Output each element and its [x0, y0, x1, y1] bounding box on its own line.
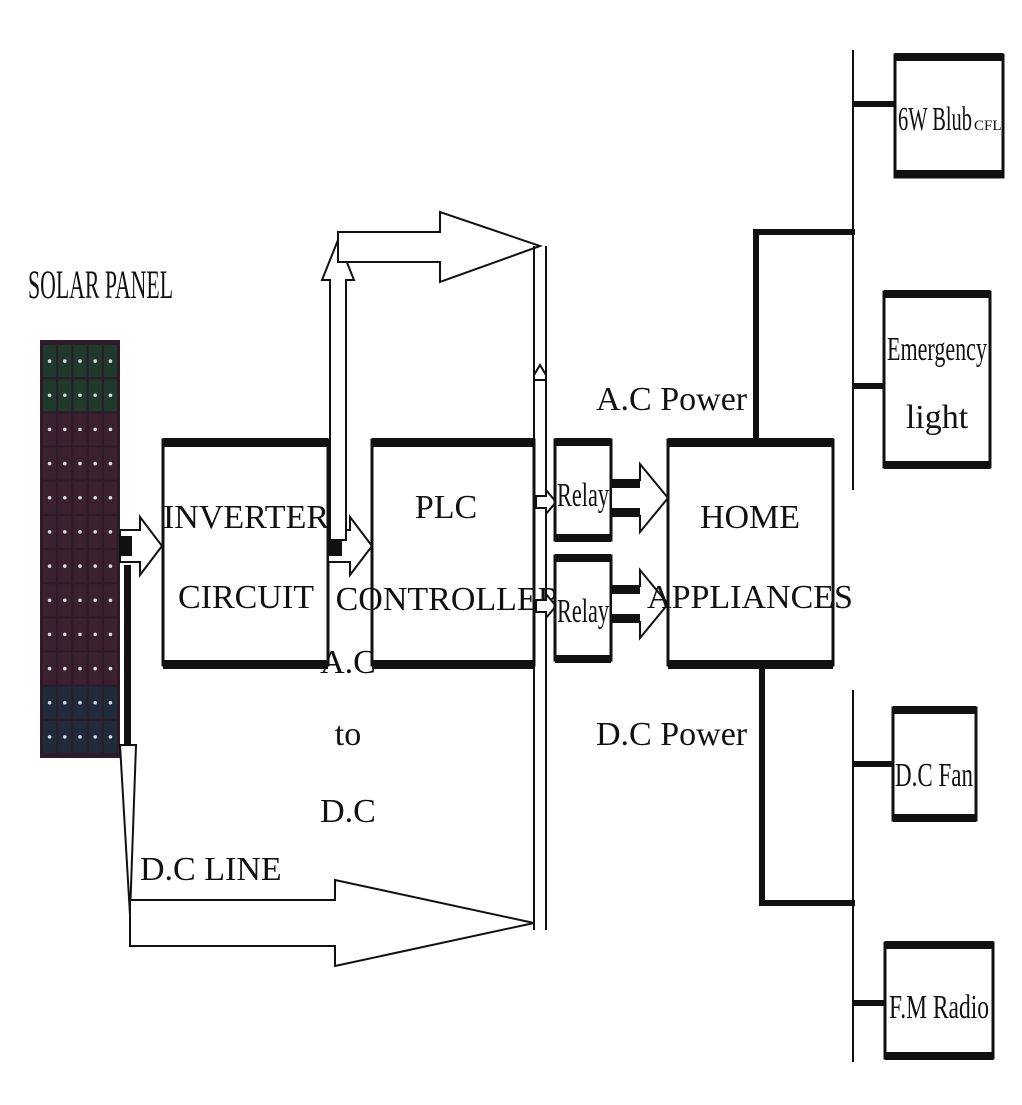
solar-cell-dot [93, 530, 97, 534]
solar-cell-dot [78, 495, 82, 500]
solar-cell-dot [78, 564, 82, 568]
solar-cell-dot [93, 632, 97, 637]
solar-cell-dot [78, 461, 82, 466]
home-appliances-box: HOME APPLIANCES [647, 438, 853, 669]
to-relay2-arrow [535, 591, 558, 621]
solar-cell-dot [78, 530, 82, 534]
home-label-line2: APPLIANCES [647, 579, 853, 616]
solar-cell-dot [63, 495, 67, 500]
relay-1: Relay [553, 438, 613, 542]
relay-2-label: Relay [557, 593, 609, 630]
solar-cell-dot [78, 598, 82, 603]
emergency-light-box: Emergency light [882, 290, 992, 469]
fm-radio-box: F.M Radio [883, 941, 995, 1060]
ac-power-label: A.C Power [596, 381, 748, 418]
emergency-label-line2: light [906, 399, 969, 436]
distribution-wiring [753, 50, 895, 1062]
ac-to-dc-line3: D.C [320, 793, 376, 830]
solar-cell-dot [108, 564, 113, 568]
plc-label-line1: PLC [415, 489, 477, 526]
solar-cell-dot [93, 666, 97, 671]
home-label-line1: HOME [700, 499, 800, 536]
solar-cell-dot [108, 427, 113, 432]
dc-fan-label: D.C Fan [895, 757, 973, 794]
solar-cell-dot [108, 530, 113, 534]
solar-cell-dot [47, 735, 52, 739]
solar-cell-dot [78, 735, 82, 739]
dc-power-label: D.C Power [596, 716, 748, 753]
inverter-label-line2: CIRCUIT [178, 579, 314, 616]
emergency-label-line1: Emergency [887, 331, 987, 368]
solar-cell-dot [108, 598, 113, 603]
solar-cell-dot [47, 461, 52, 466]
solar-cell-dot [63, 393, 67, 398]
solar-cell-dot [47, 564, 52, 568]
solar-cell-dot [93, 461, 97, 466]
solar-cell-dot [108, 359, 113, 363]
solar-cell-dot [108, 461, 113, 466]
solar-cell-dot [47, 359, 52, 363]
solar-cell-dot [63, 666, 67, 671]
solar-cell-dot [63, 598, 67, 603]
solar-cell-dot [78, 666, 82, 671]
solar-cell-dot [47, 530, 52, 534]
solar-cell-dot [108, 632, 113, 637]
solar-cell-dot [78, 427, 82, 432]
solar-cell-dot [108, 735, 113, 739]
solar-cell-dot [93, 735, 97, 739]
bulb-label: 6W Blub [898, 101, 972, 138]
solar-cell-dot [108, 666, 113, 671]
solar-cell-dot [63, 530, 67, 534]
relay-2: Relay [553, 554, 613, 663]
solar-cell-dot [93, 564, 97, 568]
solar-cell-dot [78, 393, 82, 398]
solar-cell-dot [108, 495, 113, 500]
dc-fan-box: D.C Fan [891, 706, 978, 822]
solar-cell-dot [78, 359, 82, 363]
solar-cell-dot [93, 598, 97, 603]
solar-cell-dot [93, 700, 97, 705]
solar-panel-label: SOLAR PANEL [28, 262, 173, 307]
solar-cell-dot [63, 461, 67, 466]
to-relay1-arrow [535, 487, 558, 517]
ac-to-dc-line2: to [335, 716, 361, 753]
plc-label-line2: CONTROLLER [336, 581, 561, 618]
solar-cell-dot [108, 393, 113, 398]
panel-to-inverter-arrow [119, 514, 164, 578]
solar-cell-dot [108, 700, 113, 705]
solar-cell-dot [63, 632, 67, 637]
solar-cell-dot [93, 359, 97, 363]
relay-1-label: Relay [557, 477, 609, 514]
relay2-to-home-arrow [610, 567, 670, 641]
solar-cell-dot [93, 495, 97, 500]
solar-cell-dot [47, 700, 52, 705]
solar-cell-dot [47, 632, 52, 637]
bulb-cfl-suffix: CFL [974, 118, 1002, 134]
relay1-to-home-arrow [610, 461, 670, 535]
solar-cell-dot [93, 427, 97, 432]
inverter-label-line1: INVERTER [163, 499, 329, 536]
solar-cell-dot [47, 427, 52, 432]
solar-cell-dot [63, 564, 67, 568]
solar-cell-dot [78, 632, 82, 637]
solar-cell-dot [47, 666, 52, 671]
solar-cell-dot [78, 700, 82, 705]
dc-line-route [118, 565, 535, 968]
dc-line-label: D.C LINE [140, 851, 282, 888]
solar-cell-dot [63, 700, 67, 705]
solar-cell-dot [47, 598, 52, 603]
solar-cell-dot [63, 359, 67, 363]
fm-radio-label: F.M Radio [889, 989, 989, 1026]
solar-cell-dot [63, 427, 67, 432]
bulb-cfl-box: 6W Blub CFL [893, 53, 1005, 179]
solar-cell-dot [47, 393, 52, 398]
solar-cell-dot [47, 495, 52, 500]
inverter-circuit-box: INVERTER CIRCUIT [161, 438, 330, 669]
plc-controller-box: PLC CONTROLLER [336, 438, 561, 669]
solar-cell-dot [93, 393, 97, 398]
solar-panel-image [40, 340, 120, 758]
ac-to-dc-line1: A.C [320, 644, 376, 681]
solar-cell-dot [63, 735, 67, 739]
